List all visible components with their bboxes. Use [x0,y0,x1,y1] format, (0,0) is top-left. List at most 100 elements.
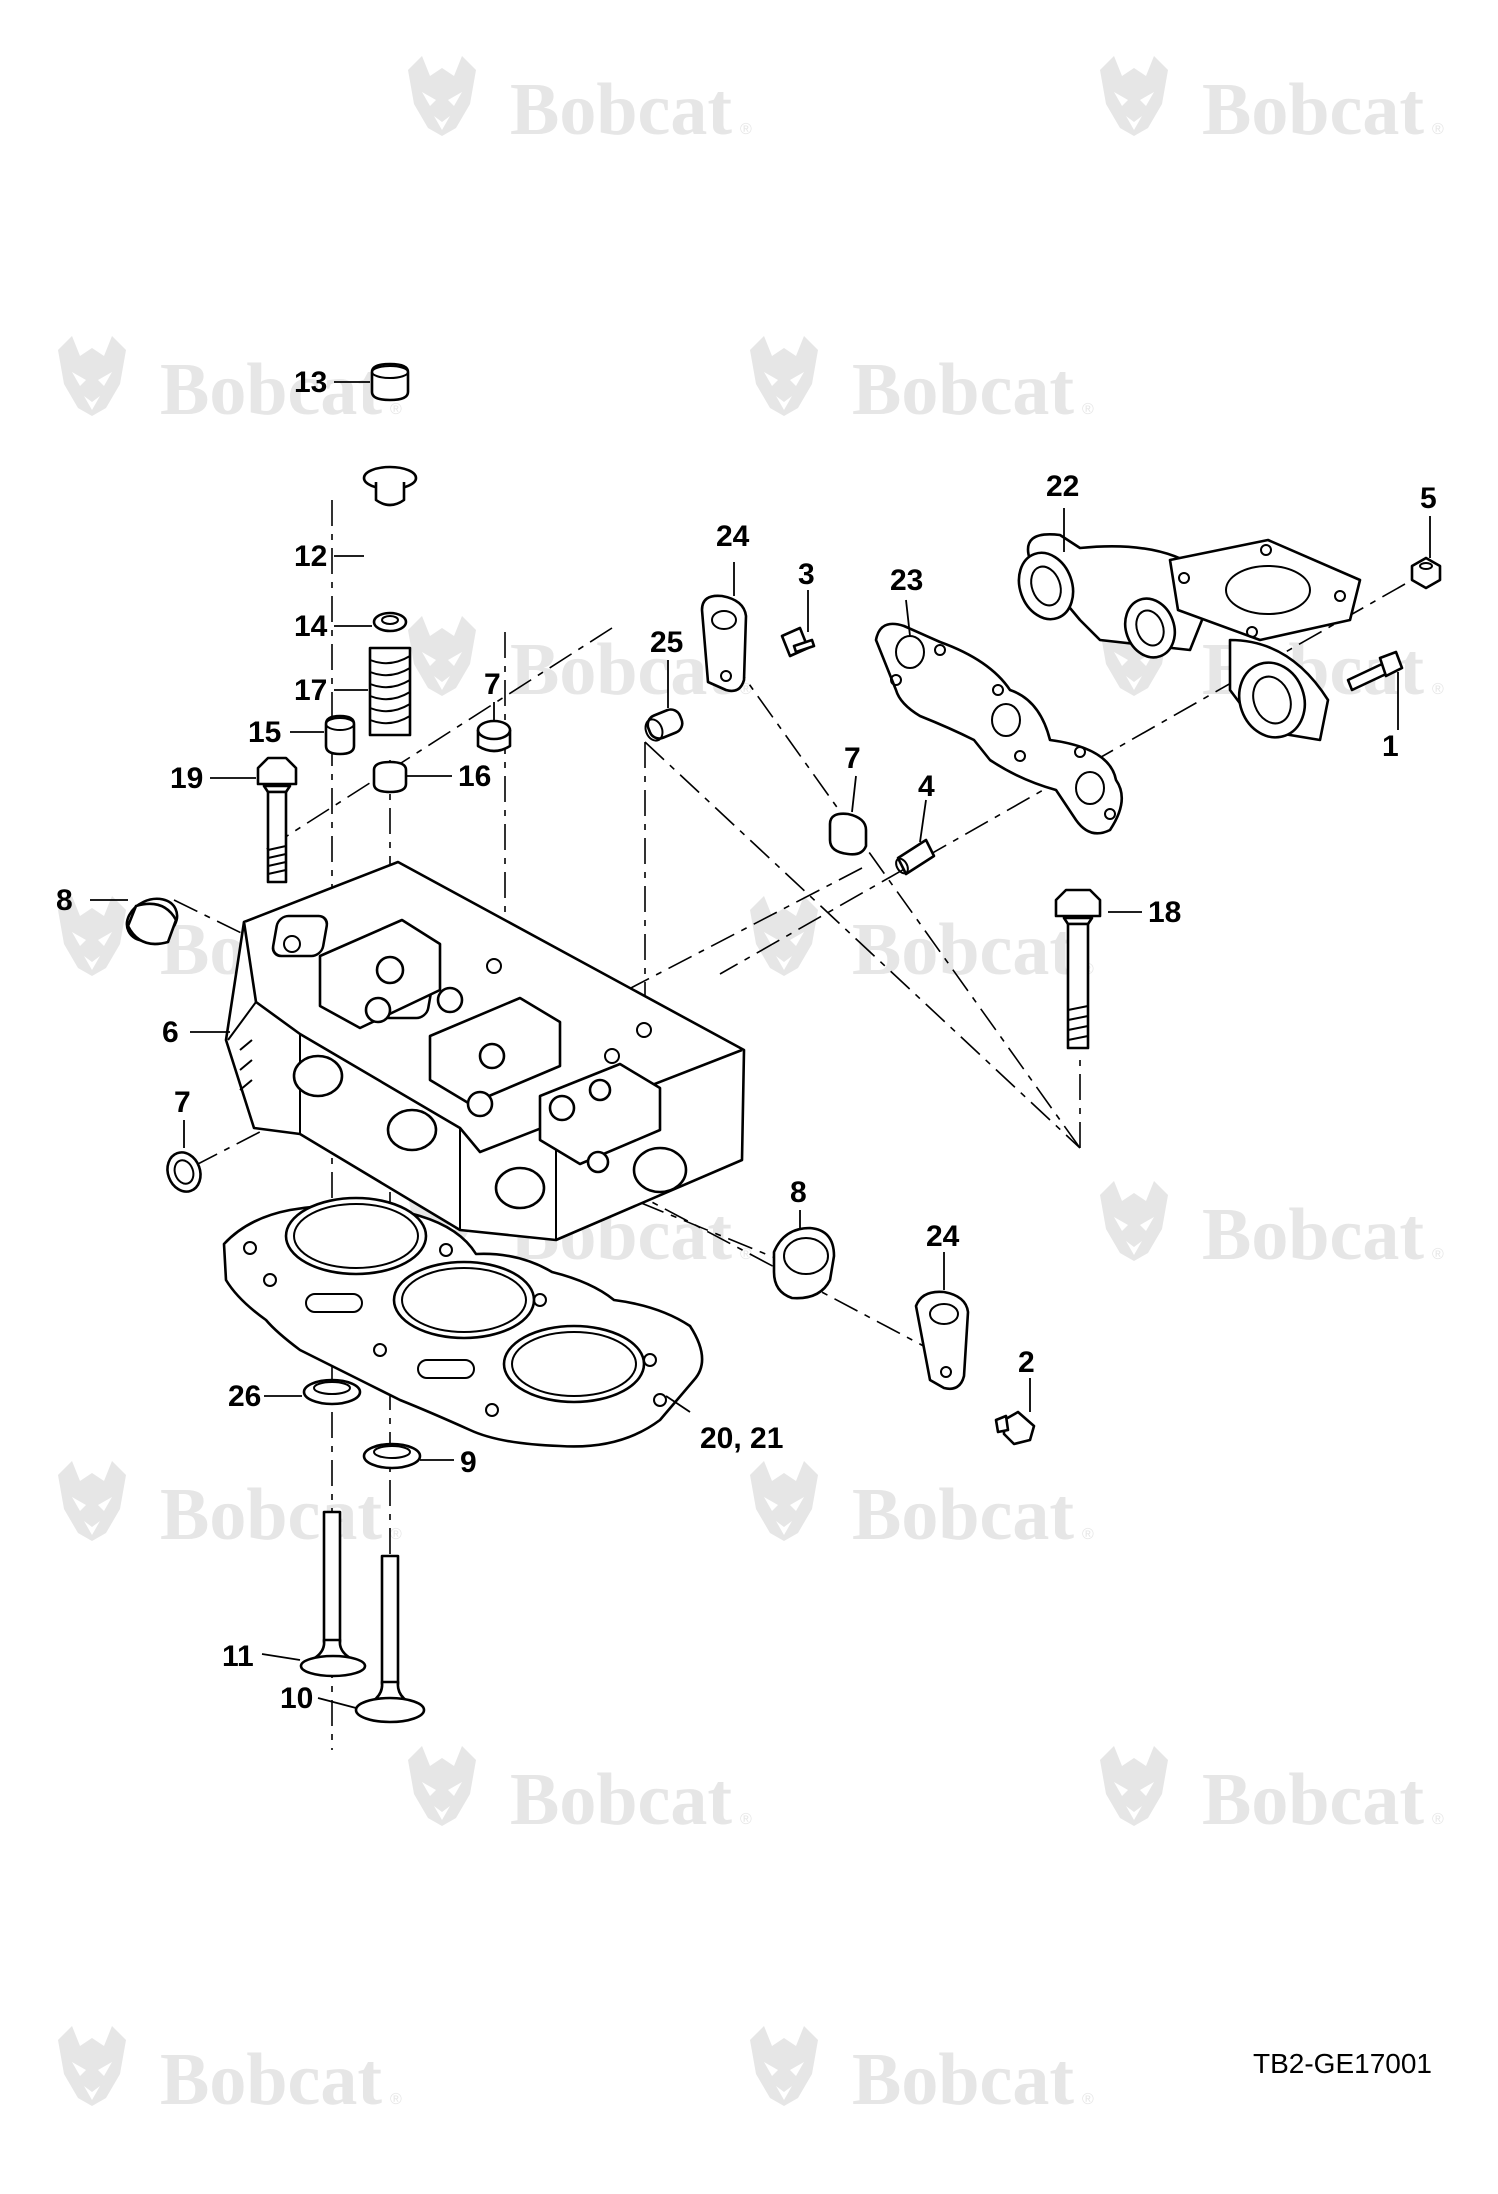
callout-14: 14 [294,610,328,643]
callout-17: 17 [294,674,327,707]
watermark-brand-text: Bobcat [160,2039,382,2121]
watermark-15: Bobcat ® [750,2026,1094,2121]
part-7-sleeve-middle [828,812,868,856]
callout-12: 12 [294,540,327,573]
watermark-7: Bobcat® [750,896,1094,991]
watermark-registered-mark: ® [740,121,752,138]
watermark-registered-mark: ® [1432,1811,1444,1828]
part-10-intake-valve [354,1554,426,1724]
watermark-0: Bobcat ® [408,56,752,151]
callout-8-left: 8 [56,884,73,917]
watermark-4: Bobcat® [408,616,752,711]
callout-22: 22 [1046,470,1079,503]
part-18-head-bolt [1054,888,1102,1050]
part-8-core-plug-left [125,897,179,946]
callout-7-middle: 7 [844,742,861,775]
watermark-brand-text: Bobcat [510,69,732,151]
watermark-registered-mark: ® [740,1811,752,1828]
callout-19: 19 [170,762,203,795]
callout-15: 15 [248,716,281,749]
callout-20-21: 20, 21 [700,1422,783,1455]
bobcat-head-logo-icon [1100,1746,1168,1826]
watermark-brand-text: Bobcat [1202,1194,1424,1276]
part-20-21-head-gasket [222,1196,704,1448]
callout-11: 11 [222,1640,254,1673]
watermark-13: Bobcat ® [1100,1746,1444,1841]
bobcat-head-logo-icon [1100,1181,1168,1261]
part-24-lifting-hanger-bottom [914,1290,970,1391]
bobcat-head-logo-icon [1100,56,1168,136]
callout-16: 16 [458,760,491,793]
bobcat-head-logo-icon [408,56,476,136]
part-7-sleeve-left [166,1151,202,1193]
watermark-12: Bobcat ® [408,1746,752,1841]
part-5-nut [1410,556,1442,590]
watermark-registered-mark: ® [1082,2091,1094,2108]
part-9-valve-seat [362,1442,422,1470]
bobcat-head-logo-icon [750,2026,818,2106]
part-26-valve-seat [302,1378,362,1406]
part-14-valve-collet [372,611,408,633]
watermark-10: Bobcat ® [58,1461,402,1556]
part-1-bolt [1346,650,1404,692]
callout-2: 2 [1018,1346,1035,1379]
callout-23: 23 [890,564,923,597]
part-2-bolt [994,1410,1036,1446]
bobcat-head-logo-icon [750,336,818,416]
callout-5: 5 [1420,482,1437,515]
callout-6: 6 [162,1016,179,1049]
bobcat-head-logo-icon [408,1746,476,1826]
callout-18: 18 [1148,896,1181,929]
watermark-brand-text: Bobcat [160,1474,382,1556]
watermark-registered-mark: ® [1432,1246,1444,1263]
bobcat-head-logo-icon [58,1461,126,1541]
part-17-valve-spring [368,646,412,737]
part-13-valve-cap [370,362,410,402]
part-24-lifting-hanger-top [700,594,748,693]
watermark-registered-mark: ® [390,1526,402,1543]
watermark-3: Bobcat® [750,336,1094,431]
watermark-registered-mark: ® [1432,121,1444,138]
bobcat-head-logo-icon [408,616,476,696]
part-16-stem-seal [372,760,408,794]
callout-labels: 1 2 3 4 5 6 7 7 7 8 8 9 10 11 12 13 14 1… [56,366,1437,1715]
part-7-sleeve-top [476,719,512,753]
watermark-9: Bobcat ® [1100,1181,1444,1276]
callout-4: 4 [918,770,935,803]
watermark-registered-mark: ® [390,401,402,418]
callout-1: 1 [1382,730,1399,763]
callout-24-bottom: 24 [926,1220,960,1253]
watermark-brand-text: Bobcat [510,1759,732,1841]
watermark-11: Bobcat ® [750,1461,1094,1556]
watermark-registered-mark: ® [390,2091,402,2108]
part-22-exhaust-manifold [1017,532,1362,742]
callout-24-top: 24 [716,520,750,553]
part-23-manifold-gasket [874,622,1124,835]
part-12-spring-retainer [362,465,418,507]
watermark-brand-text: Bobcat [510,629,732,711]
part-3-bolt [780,626,816,658]
watermark-brand-text: Bobcat [852,1474,1074,1556]
drawing-reference-code: TB2-GE17001 [1253,2048,1432,2079]
watermark-registered-mark: ® [1082,401,1094,418]
bobcat-head-logo-icon [58,2026,126,2106]
callout-7-left: 7 [174,1086,191,1119]
part-4-dowel-pin [895,838,936,876]
part-11-exhaust-valve [299,1510,367,1678]
leader-lines [90,381,1431,1709]
part-19-head-bolt [256,756,298,884]
watermark-14: Bobcat ® [58,2026,402,2121]
watermark-brand-text: Bobcat [160,349,382,431]
watermark-brand-text: Bobcat [1202,1759,1424,1841]
watermark-registered-mark: ® [1082,1526,1094,1543]
bobcat-head-logo-icon [750,1461,818,1541]
part-15-stem-seal [324,714,356,756]
bobcat-head-logo-icon [58,336,126,416]
callout-26: 26 [228,1380,261,1413]
callout-9: 9 [460,1446,477,1479]
watermark-brand-text: Bobcat [852,2039,1074,2121]
callout-13: 13 [294,366,327,399]
part-6-cylinder-head [224,860,746,1242]
watermark-brand-text: Bobcat [852,909,1074,991]
